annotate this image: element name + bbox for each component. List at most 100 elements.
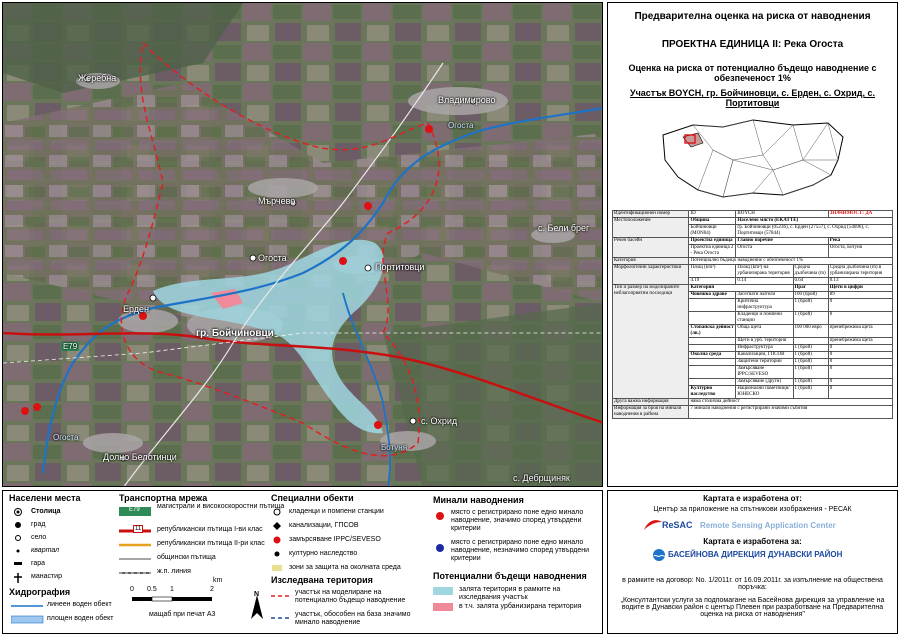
basin-name: БАСЕЙНОВА ДИРЕКЦИЯ ДУНАВСКИ РАЙОН: [668, 550, 843, 559]
map-canvas: [3, 3, 602, 486]
legend-motorway: магистрали и високоскоростни пътища: [157, 503, 285, 510]
section-name: Участък BOYCH, гр. Бойчиновци, с. Ерден,…: [629, 88, 876, 108]
legend-e79-badge: E79: [129, 507, 140, 513]
legend-hydro-title: Хидрография: [9, 587, 71, 597]
cell-urban-area-head: Площ (km²) на урбанизирана територия: [735, 264, 794, 278]
legend-railway: ж.п. линия: [157, 568, 191, 575]
satellite-map[interactable]: Владимирово Мърчево с. Бели брег Огоста …: [2, 2, 603, 487]
cell-threshold-head: Праг: [792, 284, 829, 292]
cell-depth-head: Средна дълбочина (m): [792, 264, 829, 278]
local-road: [123, 62, 444, 486]
cell-settlements: гр. Бойчиновци (05236), с. Ерден (27557)…: [735, 224, 893, 238]
cell-other-info: няма столична дейност: [688, 398, 893, 406]
resac-full-name: Remote Sensing Application Center: [700, 521, 836, 530]
legend-station: гара: [31, 560, 46, 567]
town-zherebna: Жеребна: [78, 73, 117, 83]
legend-protected-zones: зони за защита на околната среда: [289, 564, 401, 571]
legend-town: град: [31, 521, 46, 528]
legend-road-class1: републикански пътища I-ви клас: [157, 526, 263, 533]
basin-logo-icon: [653, 549, 666, 561]
forest-area: [3, 3, 243, 93]
legend-village: село: [31, 534, 47, 541]
legend-special-title: Специални обекти: [271, 493, 354, 503]
info-table: Идентификационен номер ID BOYCH ЗНАЧИМОС…: [611, 210, 894, 419]
town-vladimirovo: Владимирово: [438, 95, 496, 105]
study-boundary: [120, 41, 440, 457]
cell-id-label: Идентификационен номер: [611, 210, 690, 218]
legend-future-title: Потенциални бъдещи наводнения: [433, 571, 587, 581]
flood-area: [153, 239, 384, 434]
legend-road-badge: 11: [133, 525, 144, 533]
railway: [3, 332, 602, 364]
credits-made-by: Картата е изработена от:: [703, 494, 802, 503]
past-flood-markers: [21, 125, 433, 429]
cell-past-floods: 7 минали наводнения с регистрирани значи…: [688, 405, 893, 419]
legend-future-symbols: [433, 587, 453, 611]
urban-flood-area: [211, 289, 243, 309]
legend-study-model: участък на моделиране на потенциално бъд…: [295, 589, 406, 604]
legend-settlements-title: Населени места: [9, 493, 81, 503]
cell-urban-depth-head: Средна дълбочина (m) в урбанизирана тери…: [827, 264, 894, 278]
scale-caption: мащаб при печат А3: [149, 611, 216, 618]
cell-area: 4.19: [688, 277, 737, 285]
cell-rivers: Огоста, Ботуня: [827, 244, 894, 258]
scale-tick-05: 0.5: [147, 586, 157, 593]
title-panel: Предварителна оценка на риска от наводне…: [607, 2, 898, 487]
cell-river-head: Река: [827, 237, 894, 245]
cell-main-basin-head: Главно поречие: [735, 237, 829, 245]
legend-monastery: манастир: [31, 573, 62, 580]
resac-logo-icon: [644, 520, 662, 530]
cell-main-basin: Огоста: [735, 244, 829, 258]
map-subtitle: Оценка на риска от потенциално бъдещо на…: [628, 63, 877, 83]
legend-future-flood: залята територия в рамките на изследвани…: [459, 586, 561, 601]
river-label-botunya: Ботуня: [381, 443, 408, 452]
botunya-river: [342, 292, 391, 486]
road-label-e79: E79: [61, 342, 80, 351]
ogosta-river: [41, 107, 602, 474]
legend-wells: кладенци и помпени станции: [289, 508, 384, 515]
cell-id-key: ID: [688, 210, 737, 218]
town-beli-breg: с. Бели брег: [538, 223, 590, 233]
credits-panel: Картата е изработена от: Център за прило…: [607, 490, 898, 634]
river-label-ogosta-west: Огоста: [53, 433, 79, 442]
cell-project-unit: Проектна единица 2 - Река Огоста: [688, 244, 737, 258]
cell-morph-label: Морфологични характеристики: [611, 264, 690, 285]
cell-category: Потенциално бъдещо наводнение с обезпече…: [688, 257, 893, 265]
cell-settlement-head: Населено място (EKATTE): [735, 217, 893, 225]
legend-past-insignificant: място с регистрирано поне едно минало на…: [451, 539, 590, 562]
scale-bar: [132, 596, 212, 602]
cell-other-info-label: Друга важна информация: [611, 398, 690, 406]
cell-location-label: Местоположение: [611, 217, 690, 238]
forest-area-2: [383, 303, 602, 486]
cell-consequence-category-head: Категория: [688, 284, 794, 292]
cell-depth: 0.64: [792, 277, 829, 285]
legend-road-class2: републикански пътища II-ри клас: [157, 540, 265, 547]
town-portitovci: Портитовци: [375, 262, 425, 272]
legend-study-title: Изследвана територия: [271, 575, 373, 585]
legend-hydro-symbols: [11, 605, 44, 624]
cell-id-value: BOYCH: [735, 210, 829, 218]
cell-category-label: Категория: [611, 257, 690, 265]
cell-past-floods-label: Информация за броя на минали наводнения …: [611, 405, 690, 419]
legend-municipal-road: общински пътища: [157, 554, 216, 561]
legend-study-past: участък, обособен на база значимо минало…: [295, 611, 411, 626]
north-label: N: [254, 591, 260, 598]
town-erden: Ерден: [123, 304, 150, 314]
town-boychinovci: гр. Бойчиновци: [196, 328, 274, 339]
legend-heritage: културно наследство: [289, 550, 358, 557]
study-location-marker: [684, 134, 696, 144]
cell-significance: ЗНАЧИМОСТ: ДА: [827, 210, 894, 218]
legend-quarter: квартал: [31, 547, 60, 554]
legend-transport-title: Транспортна мрежа: [119, 493, 208, 503]
legend-transport-symbols: [119, 507, 151, 574]
town-debrashtinyak: с. Дебрщиняк: [513, 473, 570, 483]
scale-tick-2: 2: [210, 586, 214, 593]
legend-past-significant: място с регистрирано поне едно минало на…: [451, 509, 584, 532]
terrain-fields-2: [3, 83, 602, 333]
legend-study-symbols: [271, 595, 291, 619]
cell-basin-label: Речен басейн: [611, 237, 690, 258]
town-dolno-belotintsi: Долно Белотинци: [103, 452, 177, 462]
